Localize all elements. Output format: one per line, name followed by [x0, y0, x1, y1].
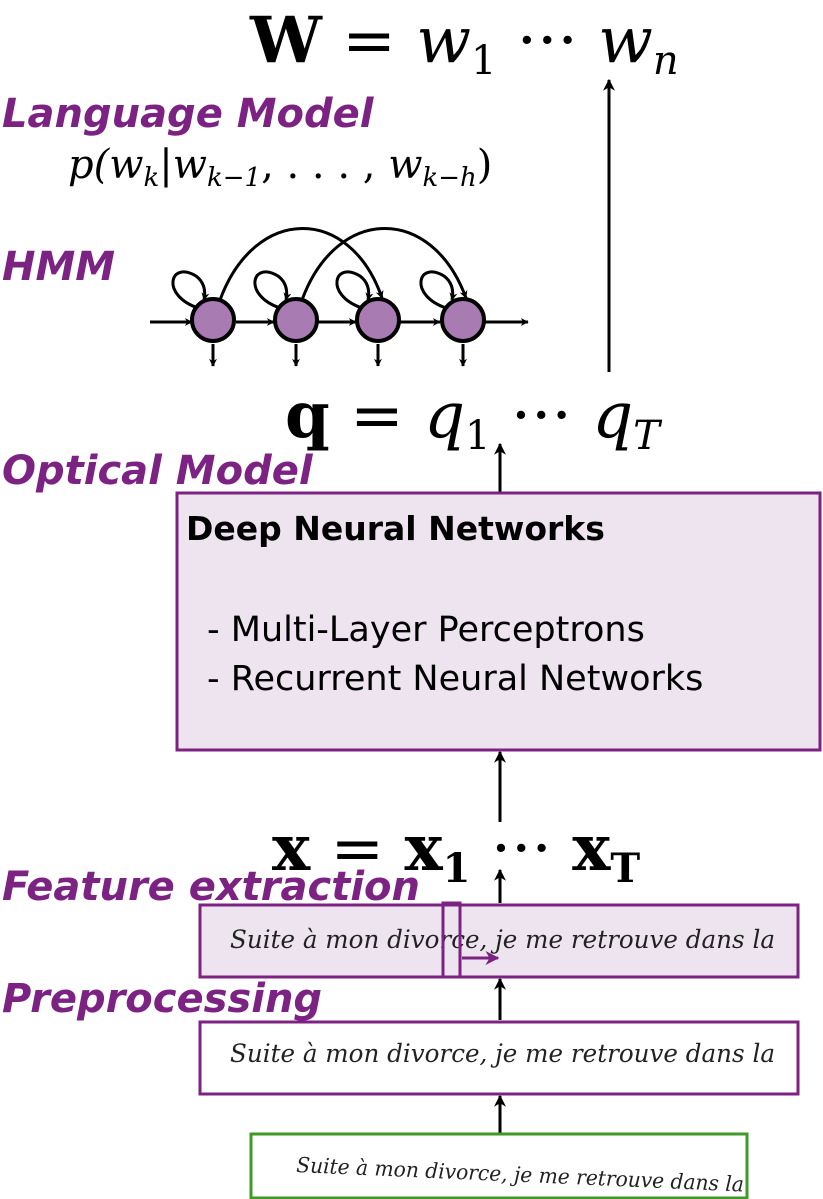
circle-node-icon	[273, 297, 319, 343]
preprocessing-box	[198, 1020, 800, 1096]
stage-label-optical-model: Optical Model	[2, 448, 314, 494]
hmm-self-loop-2	[253, 270, 292, 310]
hmm-skip-1-3	[218, 227, 384, 301]
hmm-chain	[150, 227, 529, 367]
dnn-item-mlp: - Multi-Layer Perceptrons	[207, 610, 645, 650]
hmm-skip-2-4	[300, 227, 468, 301]
circle-node-icon	[355, 297, 401, 343]
hmm-states	[190, 297, 486, 343]
dnn-box-title: Deep Neural Networks	[186, 509, 605, 548]
language-model-formula: p(wk|wk−1, . . . , wk−h)	[68, 142, 492, 193]
hmm-self-loop-1	[171, 270, 210, 310]
feature-extraction-box	[198, 903, 800, 979]
dnn-item-rnn: - Recurrent Neural Networks	[207, 659, 703, 699]
hmm-self-loop-4	[419, 270, 458, 310]
dnn-box	[175, 491, 822, 752]
stage-label-preprocessing: Preprocessing	[2, 976, 322, 1022]
preprocessing-handwriting: Suite à mon divorce, je me retrouve dans…	[230, 1039, 775, 1068]
hmm-self-loop-3	[335, 270, 374, 310]
feature-extraction-handwriting: Suite à mon divorce, je me retrouve dans…	[230, 925, 775, 954]
circle-node-icon	[440, 297, 486, 343]
state-sequence-formula: q = q1 ··· qT	[285, 378, 663, 459]
feature-sequence-formula: x = x1 ··· xT	[272, 811, 640, 892]
stage-label-hmm: HMM	[2, 244, 115, 290]
stage-label-feature-extraction: Feature extraction	[2, 864, 420, 910]
sliding-window-icon	[441, 901, 462, 979]
circle-node-icon	[190, 297, 236, 343]
raw-input-box	[249, 1132, 749, 1199]
word-sequence-formula: W = w1 ··· wn	[249, 3, 679, 84]
stage-label-language-model: Language Model	[2, 91, 375, 137]
